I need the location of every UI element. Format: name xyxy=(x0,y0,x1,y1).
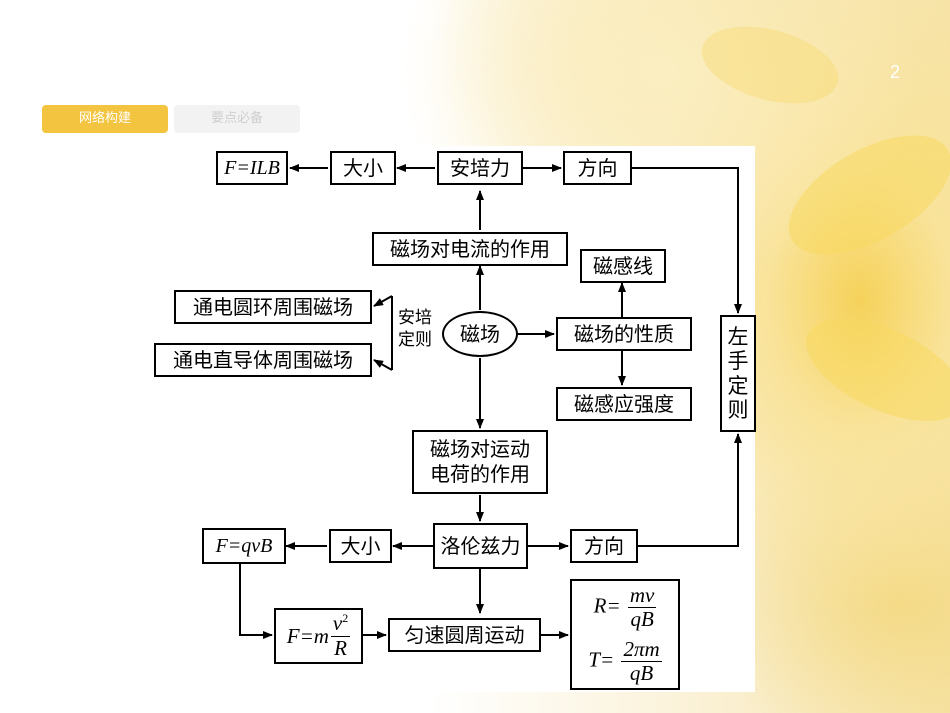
node-straight-conductor-field: 通电直导体周围磁场 xyxy=(154,343,372,377)
label-ampere-rule: 安培 定则 xyxy=(398,308,432,351)
node-field-intensity: 磁感应强度 xyxy=(556,387,692,421)
node-direction-1: 方向 xyxy=(563,151,632,185)
node-ring-current-field: 通电圆环周围磁场 xyxy=(174,290,372,324)
concept-map: F=ILB 大小 安培力 方向 磁场对电流的作用 磁感线 通电圆环周围磁场 通电… xyxy=(150,146,756,692)
formula-fraction: mv qB xyxy=(627,583,657,632)
formula-denominator: qB xyxy=(630,607,654,632)
formula-lhs: R= xyxy=(593,593,621,618)
formula-numerator: v xyxy=(332,611,343,636)
node-centripetal-force: F=m v2 R xyxy=(274,608,363,664)
node-uniform-circular-motion: 匀速圆周运动 xyxy=(388,618,541,652)
formula-lhs: T= xyxy=(588,646,615,671)
tab-key-points[interactable]: 要点必备 xyxy=(174,105,300,133)
formula-numerator: 2πm xyxy=(621,636,662,662)
left-hand-rule-char: 左 xyxy=(727,325,749,350)
formula-lhs: F=m xyxy=(286,623,329,648)
node-radius-period: R= mv qB T= 2πm qB xyxy=(570,579,680,690)
node-f-ilb: F=ILB xyxy=(216,151,288,185)
formula-numerator: mv xyxy=(627,583,657,609)
node-size-2: 大小 xyxy=(329,529,392,563)
node-left-hand-rule: 左 手 定 则 xyxy=(720,315,756,432)
formula-fraction: 2πm qB xyxy=(621,636,662,685)
node-ampere-force: 安培力 xyxy=(437,151,523,185)
formula-denominator: qB xyxy=(629,660,654,685)
left-hand-rule-char: 手 xyxy=(727,349,749,374)
node-lorentz-force: 洛伦兹力 xyxy=(433,523,528,569)
left-hand-rule-char: 则 xyxy=(727,397,749,422)
formula-radius: R= mv qB xyxy=(594,584,657,631)
node-f-qvb: F=qvB xyxy=(202,528,286,564)
formula-fraction: v2 R xyxy=(330,611,351,660)
formula-denominator: R xyxy=(334,635,347,660)
formula-period: T= 2πm qB xyxy=(588,636,662,685)
node-direction-2: 方向 xyxy=(570,529,638,563)
node-field-lines: 磁感线 xyxy=(580,249,666,283)
node-size-1: 大小 xyxy=(330,151,396,185)
node-field-properties: 磁场的性质 xyxy=(556,317,692,351)
tab-network-build[interactable]: 网络构建 xyxy=(42,105,168,133)
node-field-on-moving-charge: 磁场对运动 电荷的作用 xyxy=(412,430,548,494)
node-magnetic-field: 磁场 xyxy=(442,311,518,357)
left-hand-rule-char: 定 xyxy=(727,373,749,398)
page-number: 2 xyxy=(890,62,901,82)
node-field-on-current: 磁场对电流的作用 xyxy=(372,232,568,266)
connector-arrows xyxy=(239,164,742,639)
formula-exponent: 2 xyxy=(342,611,349,626)
